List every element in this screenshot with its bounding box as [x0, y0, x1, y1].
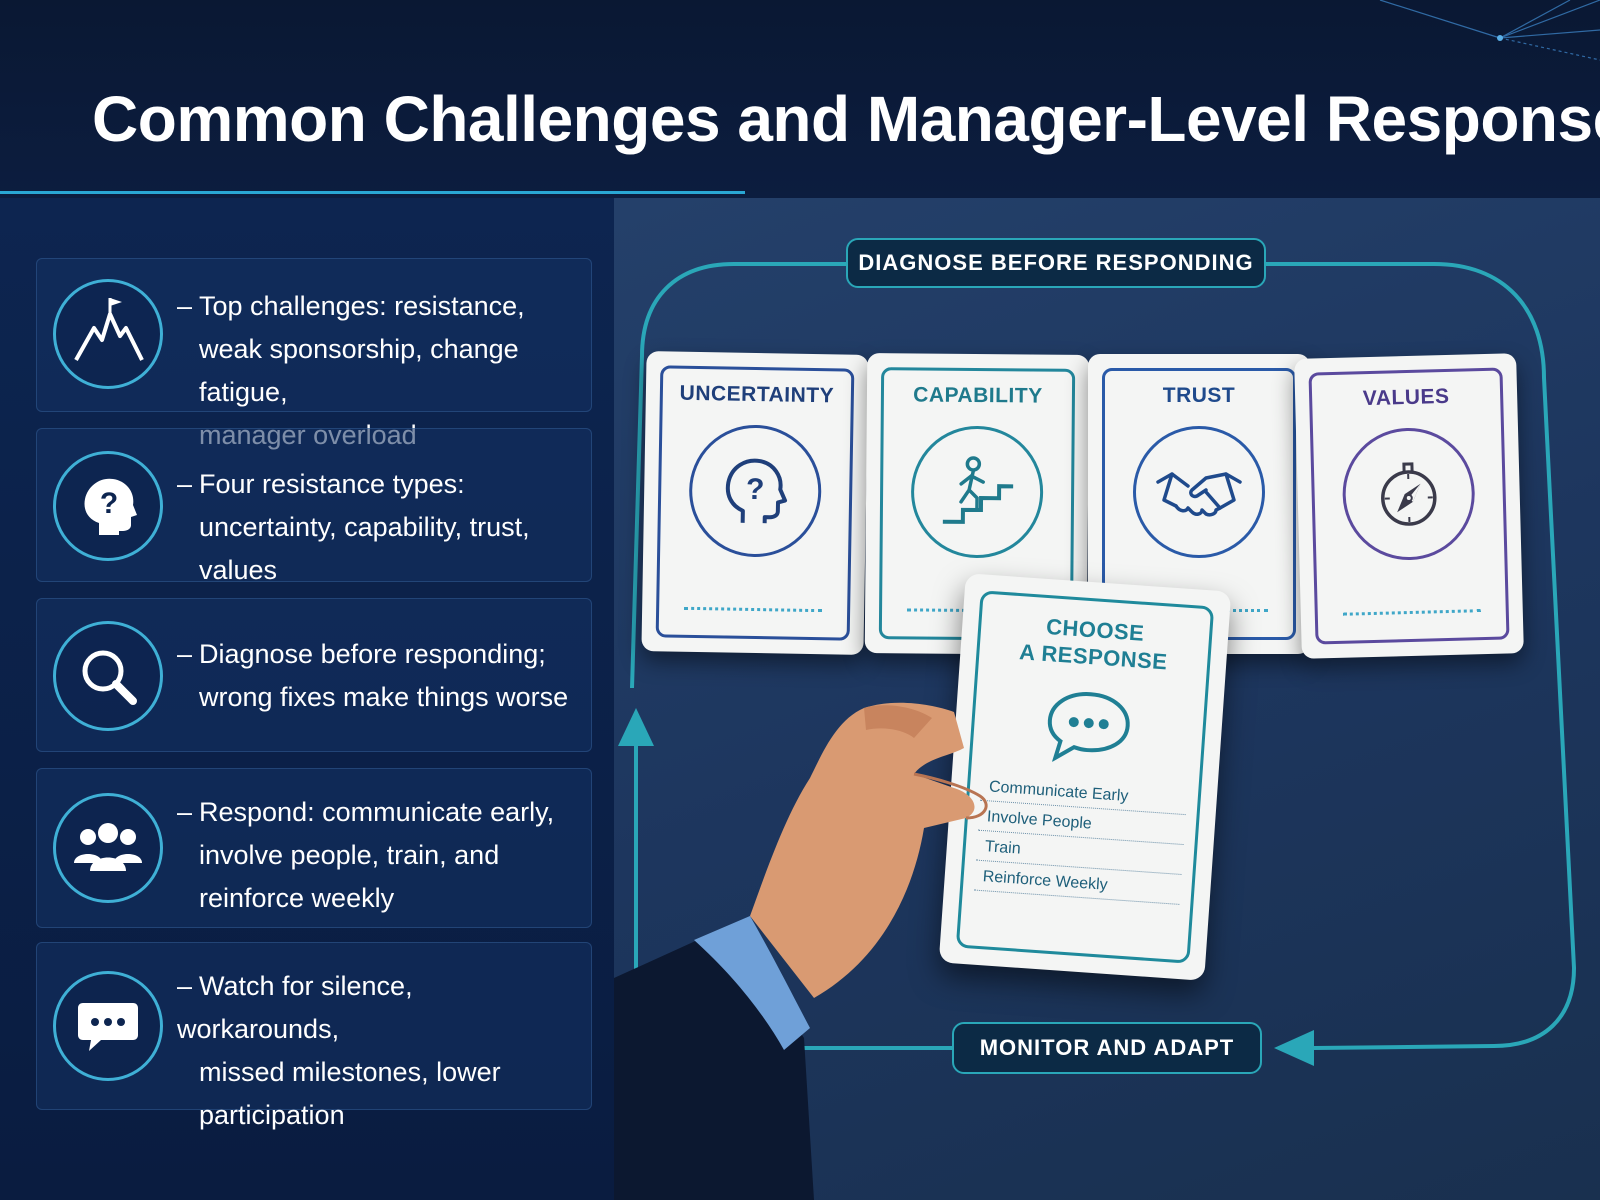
network-lines-decoration: [1379, 0, 1600, 61]
key-point-line: involve people, train, and: [199, 840, 500, 870]
header: Common Challenges and Manager-Level Resp…: [0, 0, 1600, 198]
speech-bubble-icon: [53, 971, 163, 1081]
page-title: Common Challenges and Manager-Level Resp…: [92, 83, 1600, 155]
card-label: TRUST: [1162, 384, 1236, 407]
monitor-label: MONITOR AND ADAPT: [952, 1022, 1262, 1074]
key-point-line: Watch for silence, workarounds,: [177, 971, 413, 1044]
key-point-line: Top challenges: resistance,: [199, 291, 525, 321]
resistance-card-capability: CAPABILITY: [864, 353, 1090, 655]
key-point-challenges: –Top challenges: resistance, weak sponso…: [36, 258, 592, 450]
card-label: UNCERTAINTY: [679, 381, 835, 408]
handshake-icon: [1133, 426, 1265, 558]
key-point-diagnose: –Diagnose before responding; wrong fixes…: [36, 598, 592, 752]
mountain-flag-icon: [53, 279, 163, 389]
people-group-icon: [53, 793, 163, 903]
chat-bubble-icon: [1047, 692, 1130, 763]
magnifier-icon: [53, 621, 163, 731]
key-point-line: wrong fixes make things worse: [199, 682, 569, 712]
hand-holding-card: [614, 702, 988, 1200]
key-point-watch-for: –Watch for silence, workarounds, missed …: [36, 942, 592, 1130]
key-point-line: Four resistance types:: [199, 469, 465, 499]
resistance-card-uncertainty: UNCERTAINTY ?: [641, 351, 869, 655]
key-point-line: uncertainty, capability, trust, values: [199, 512, 530, 585]
resistance-card-values: VALUES: [1294, 353, 1524, 659]
key-point-line: reinforce weekly: [199, 883, 395, 913]
key-points-panel: –Top challenges: resistance, weak sponso…: [0, 198, 614, 1200]
diagnosis-scene: DIAGNOSE BEFORE RESPONDING UNCERTAINTY ?…: [614, 198, 1600, 1200]
card-label: CAPABILITY: [913, 383, 1043, 408]
diagnose-label: DIAGNOSE BEFORE RESPONDING: [846, 238, 1266, 288]
svg-text:?: ?: [100, 487, 118, 520]
key-point-line: Respond: communicate early,: [199, 797, 555, 827]
key-point-line: missed milestones, lower: [199, 1057, 501, 1087]
head-question-icon: ?: [688, 423, 823, 559]
key-point-line: weak sponsorship, change fatigue,: [199, 334, 519, 407]
svg-text:?: ?: [746, 473, 765, 506]
key-point-resistance-types: ? –Four resistance types: uncertainty, c…: [36, 428, 592, 585]
key-point-respond: –Respond: communicate early, involve peo…: [36, 768, 592, 928]
compass-icon: [1340, 426, 1477, 562]
header-rule: [0, 191, 745, 194]
key-point-line: Diagnose before responding;: [199, 639, 546, 669]
head-question-icon: ?: [53, 451, 163, 561]
stairs-climber-icon: [910, 425, 1044, 559]
choose-response-card[interactable]: CHOOSE A RESPONSE Communicate Early Invo…: [938, 573, 1232, 981]
key-point-line: participation: [199, 1100, 345, 1130]
